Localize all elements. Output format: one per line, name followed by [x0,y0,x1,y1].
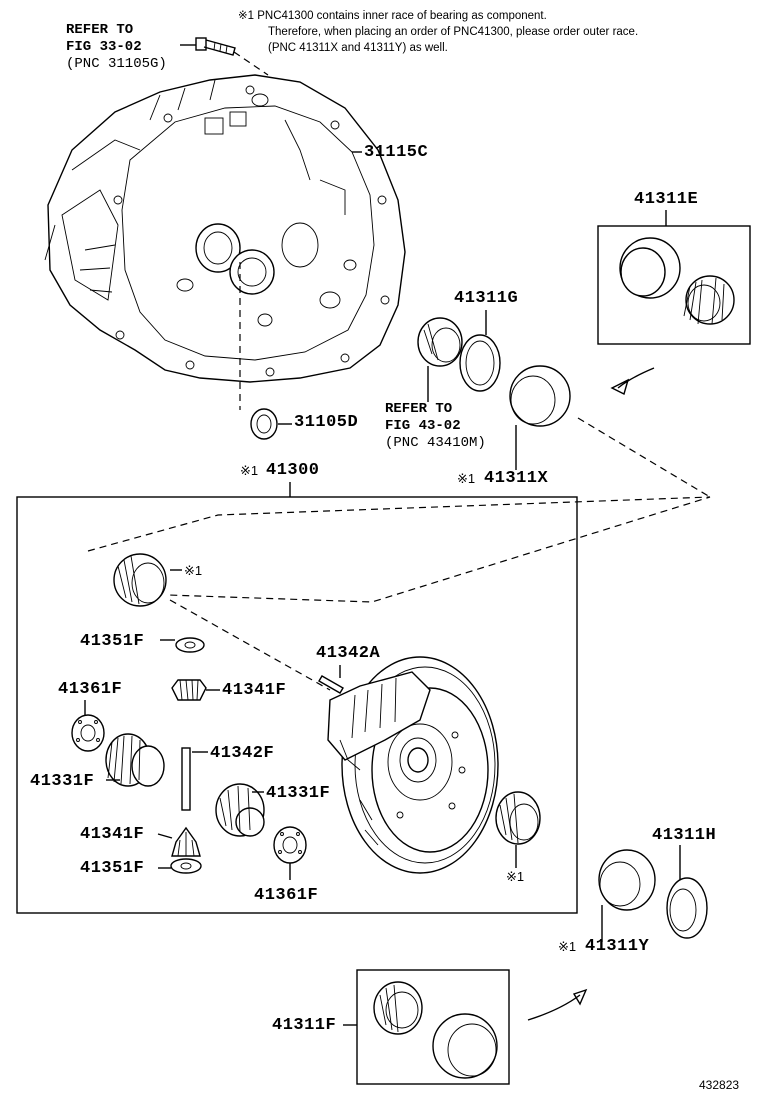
ref1-line-3: (PNC 31105G) [66,56,167,72]
reference-fig-43-02: REFER TO FIG 43-02 (PNC 43410M) [385,401,486,452]
washer-41351f-bottom [158,858,202,874]
note-line-2: Therefore, when placing an order of PNC4… [268,26,639,38]
part-label-41341f-top[interactable]: 41341F [222,681,287,700]
side-gear-41331f-left [105,733,165,787]
part-label-31115c[interactable]: 31115C [364,143,429,162]
part-label-41311h[interactable]: 41311H [652,826,717,845]
part-label-41311f[interactable]: 41311F [272,1016,337,1035]
thrust-washer-41361f-right [273,826,307,880]
differential-case-ring-gear [327,656,499,874]
part-label-41341f-bottom[interactable]: 41341F [80,825,145,844]
case-bolt [180,37,269,76]
pinion-41341f-top [171,679,220,701]
figure-number: 432823 [699,1078,740,1092]
part-label-41311e[interactable]: 41311E [634,190,699,209]
ref1-line-2: FIG 33-02 [66,39,142,55]
part-label-41342a[interactable]: 41342A [316,644,381,663]
part-label-41331f-right[interactable]: 41331F [266,784,331,803]
pinion-41341f-bottom [157,826,201,857]
group-41311h [598,845,708,942]
group-41311f [343,969,588,1085]
ref2-line-3: (PNC 43410M) [385,435,486,451]
bearing-right [495,791,541,868]
note-line-3: (PNC 41311X and 41311Y) as well. [268,42,448,54]
ref2-line-2: FIG 43-02 [385,418,461,434]
side-gear-41331f-right [215,783,265,837]
ref2-line-1: REFER TO [385,401,453,417]
thrust-washer-41361f-left [71,700,105,752]
washer-41351f-top [160,637,205,653]
mark-41300: ※1 [240,463,259,478]
note-line-1: ※1 PNC41300 contains inner race of beari… [238,10,547,22]
part-label-41351f-bottom[interactable]: 41351F [80,859,145,878]
group-41311g [417,310,571,470]
mark-41311y: ※1 [558,939,577,954]
part-label-41311g[interactable]: 41311G [454,289,519,308]
part-label-41311y[interactable]: 41311Y [585,937,650,956]
mark-bearing-top: ※1 [184,563,203,578]
pinion-shaft-41342f [181,747,208,811]
part-label-41311x[interactable]: 41311X [484,469,549,488]
oil-seal-31105d [239,262,292,440]
transmission-case [44,74,406,383]
group-41311e [597,210,751,396]
ref1-line-1: REFER TO [66,22,134,38]
part-label-41300[interactable]: 41300 [266,461,320,480]
pin-41342a [318,665,344,694]
mark-41311x: ※1 [457,471,476,486]
part-label-41351f-top[interactable]: 41351F [80,632,145,651]
mark-bearing-right: ※1 [506,869,525,884]
reference-fig-33-02: REFER TO FIG 33-02 (PNC 31105G) [66,22,167,73]
bearing-top [113,553,182,607]
part-label-41331f-left[interactable]: 41331F [30,772,95,791]
part-label-41342f[interactable]: 41342F [210,744,275,763]
assembly-box-41300 [16,496,578,914]
part-label-41361f-right[interactable]: 41361F [254,886,319,905]
part-label-31105d[interactable]: 31105D [294,413,359,432]
part-label-41361f-left[interactable]: 41361F [58,680,123,699]
